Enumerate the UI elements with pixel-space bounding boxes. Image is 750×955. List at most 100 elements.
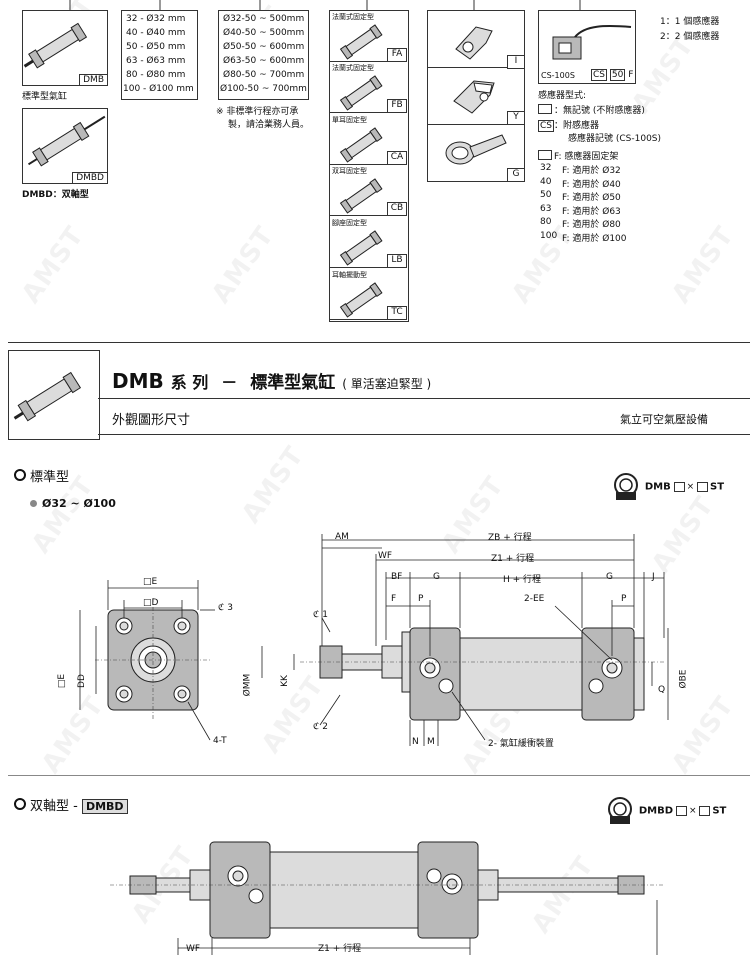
sensor-cs-desc2: 感應器記號 (CS-100S) [568, 134, 662, 144]
sensor-icon [552, 25, 632, 60]
bracket-desc: F: 適用於 Ø100 [562, 234, 627, 244]
header-rule-top [8, 342, 750, 343]
bore-row: 32 - Ø32 mm [126, 14, 186, 24]
ors-logo-icon [608, 797, 632, 824]
dmb-caption: 標準型氣缸 [22, 92, 68, 102]
sensor-cs-desc: ：附感應器 [554, 121, 600, 131]
dim-kk-label: KK [279, 675, 290, 687]
sensor-none-row: ：無記號 (不附感應器) [538, 103, 645, 116]
section-divider [8, 775, 750, 776]
bore-row: 80 - Ø80 mm [126, 70, 186, 80]
bracket-line: F: 感應器固定架 [538, 149, 618, 162]
dim-g1-label: G [433, 572, 440, 582]
header-image-box [8, 350, 100, 440]
stroke-row: Ø63-50 ~ 600mm [223, 56, 305, 66]
bracket-code: 100 [540, 231, 558, 241]
mount-code: CB [387, 202, 407, 216]
sensor-model: CS-100S [541, 71, 575, 80]
bracket-code: 63 [540, 203, 552, 214]
dim-m-label: M [427, 737, 435, 747]
dim-wf-label: WF [378, 551, 393, 561]
dim-e-label: □E [143, 577, 158, 587]
bracket-desc: F: 適用於 Ø40 [562, 179, 621, 190]
standard-heading: 標準型 [14, 466, 69, 485]
cylinder-icon [23, 22, 88, 69]
bracket-code: 32 [540, 163, 552, 173]
double-code: DMBD [81, 799, 128, 814]
double-drawing [110, 841, 665, 955]
bore-row: 40 - Ø40 mm [126, 28, 186, 38]
bracket-desc: F: 適用於 Ø63 [562, 206, 621, 217]
bore-table: 32 - Ø32 mm 40 - Ø40 mm 50 - Ø50 mm 63 -… [121, 10, 198, 100]
dmbd-image-box: DMBD [22, 108, 108, 184]
watermark: AMST [16, 220, 91, 310]
mount-cylinder-icon [339, 178, 383, 214]
dim-p1-label: P [418, 594, 424, 604]
double-heading: 双軸型 - DMBD [14, 795, 128, 814]
mount-row: 双耳固定型 CB [330, 164, 407, 216]
sensor-cs: CS [591, 69, 607, 81]
mount-cylinder-icon [339, 127, 383, 163]
bullet-icon [30, 500, 37, 507]
cylinder-icon [13, 371, 82, 422]
bore-row: 63 - Ø63 mm [126, 56, 186, 66]
watermark: AMST [206, 220, 281, 310]
sensor-cs-code: CS [538, 120, 554, 132]
stroke-note: 製，請洽業務人員。 [228, 120, 310, 130]
sensor-none: ：無記號 (不附感應器) [554, 106, 645, 116]
mount-column [329, 10, 409, 322]
leader-lines [69, 0, 581, 10]
mount-label: 單耳固定型 [332, 116, 367, 124]
dim-q-label: Q [658, 685, 666, 695]
dim-j-label: J [652, 572, 655, 582]
blank-box-icon [538, 104, 552, 114]
joint-column: I Y G [427, 10, 525, 182]
bullet-icon [14, 469, 26, 481]
bracket-code: 40 [540, 176, 552, 187]
page-subtitle: 外觀圖形尺寸 [112, 413, 191, 428]
bracket-desc: F: 適用於 Ø50 [562, 193, 621, 204]
page-title: DMB 系 列 － 標準型氣缸 ( 單活塞迫緊型 ) [112, 369, 432, 393]
bore-range: Ø32 ~ Ø100 [30, 497, 116, 510]
mount-cylinder-icon [339, 282, 383, 318]
mount-label: 腳座固定型 [332, 219, 367, 227]
stroke-row: Ø100-50 ~ 700mm [220, 84, 307, 94]
company-name: 氣立可空氣壓設備 [620, 413, 708, 426]
dim-side-d-label: DD [76, 674, 87, 688]
dim-mm-label: ØMM [242, 673, 253, 697]
mount-label: 双耳固定型 [332, 167, 367, 175]
dim-be-label: ØBE [678, 669, 689, 689]
header-rule-bottom [98, 434, 750, 435]
bracket-desc: F: 適用於 Ø80 [562, 220, 621, 231]
dim-g2-label: G [606, 572, 613, 582]
dim-c2-label: ℭ 2 [313, 722, 328, 732]
mount-label: 法蘭式固定型 [332, 13, 374, 21]
standard-drawing [79, 534, 669, 746]
blank-box-icon [538, 150, 552, 160]
stroke-row: Ø32-50 ~ 500mm [223, 14, 305, 24]
sensor-50: 50 [609, 69, 626, 81]
watermark: AMST [236, 440, 311, 530]
model-code-double: DMBD × ST [604, 796, 726, 826]
header-rule-mid [98, 398, 750, 399]
mount-code: LB [387, 254, 407, 268]
bracket-code: 80 [540, 217, 552, 228]
bracket-desc: F: 感應器固定架 [554, 152, 619, 162]
dim-zb-label: ZB + 行程 [488, 533, 532, 543]
dim-z1-label: Z1 + 行程 [491, 554, 535, 564]
dmb-tag: DMB [79, 74, 108, 86]
dim-ee-label: 2-EE [524, 594, 545, 604]
y-joint-icon [453, 80, 495, 114]
joint-code-y: Y [507, 111, 525, 125]
ors-logo-icon [614, 473, 638, 500]
bullet-icon [14, 798, 26, 810]
mount-label: 耳軸擺動型 [332, 271, 367, 279]
sensor-cs-row: CS：附感應器 [538, 118, 600, 132]
bracket-code: 50 [540, 190, 552, 201]
dim-n-label: N [412, 737, 419, 747]
mount-row: 腳座固定型 LB [330, 216, 407, 268]
mount-cylinder-icon [339, 75, 383, 111]
